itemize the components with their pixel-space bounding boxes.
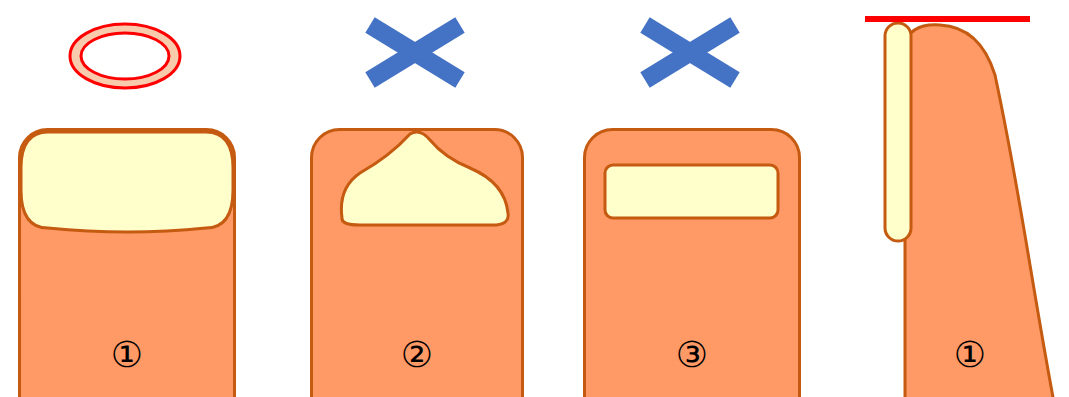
callout-number: ② bbox=[401, 335, 433, 375]
bad-mark bbox=[370, 25, 460, 80]
good-mark bbox=[70, 24, 180, 88]
callout-number: ① bbox=[954, 335, 986, 375]
fingertip-front: ① bbox=[18, 128, 236, 397]
callout-number: ① bbox=[111, 335, 143, 375]
fingertip-front: ③ bbox=[583, 128, 801, 397]
good-mark-inner bbox=[81, 33, 169, 79]
fingertip-front: ② bbox=[310, 128, 524, 397]
bad-mark bbox=[645, 25, 735, 80]
callout-number: ③ bbox=[676, 335, 708, 375]
fingertip-side: ① bbox=[880, 15, 1060, 397]
